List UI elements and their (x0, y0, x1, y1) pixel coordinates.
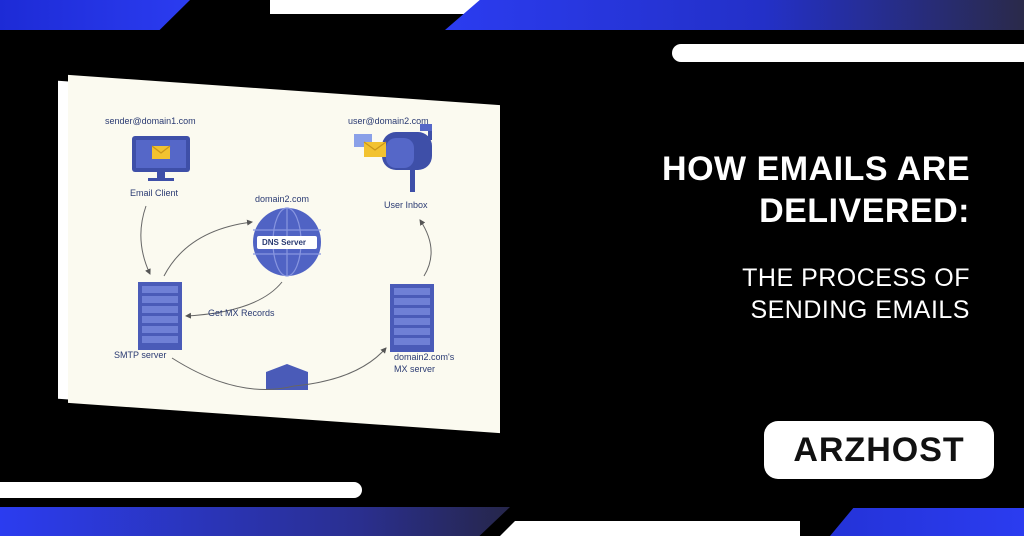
shield-icon (266, 364, 308, 390)
user-inbox-label: User Inbox (384, 200, 428, 210)
bottom-white-bar (500, 521, 800, 536)
smtp-server-label: SMTP server (114, 350, 167, 360)
logo-text: ARZHOST (793, 430, 965, 469)
mx-server-label-1: domain2.com's (394, 352, 455, 362)
email-flow-diagram: sender@domain1.com Email Client domain2.… (68, 90, 500, 418)
subheadline-line-1: THE PROCESS OF (742, 264, 970, 292)
mx-server-label-2: MX server (394, 364, 436, 374)
arrow-smtp-to-mx (171, 347, 387, 390)
arrow-client-to-smtp (140, 205, 151, 275)
dns-server-label: DNS Server (262, 238, 307, 247)
envelope-icon (354, 134, 387, 157)
top-left-accent-bar (0, 0, 190, 30)
server-icon (138, 282, 182, 350)
sender-address: sender@domain1.com (105, 116, 196, 126)
subheadline: THE PROCESS OF SENDING EMAILS (742, 262, 970, 326)
email-client-label: Email Client (130, 188, 179, 198)
mailbox-icon (382, 124, 432, 192)
get-mx-label: Get MX Records (208, 308, 275, 318)
right-white-pill (672, 44, 1024, 62)
arrow-dns-to-smtp (185, 281, 283, 319)
arrow-smtp-to-dns (163, 219, 253, 277)
bottom-left-accent-bar (0, 507, 510, 536)
arzhost-logo[interactable]: ARZHOST (764, 421, 994, 479)
left-white-pill (0, 482, 362, 498)
globe-icon (253, 207, 321, 277)
subheadline-line-2: SENDING EMAILS (750, 296, 970, 324)
monitor-icon (132, 136, 190, 181)
headline: HOW EMAILS ARE DELIVERED: (662, 148, 970, 232)
dns-domain-label: domain2.com (255, 194, 310, 204)
arrow-mx-to-inbox (419, 219, 432, 277)
bottom-right-accent-bar (830, 508, 1024, 536)
headline-line-2: DELIVERED: (759, 192, 970, 230)
headline-line-1: HOW EMAILS ARE (662, 150, 970, 188)
top-right-accent-bar (445, 0, 1024, 30)
user-address: user@domain2.com (348, 116, 429, 126)
mx-server-icon (390, 284, 434, 352)
